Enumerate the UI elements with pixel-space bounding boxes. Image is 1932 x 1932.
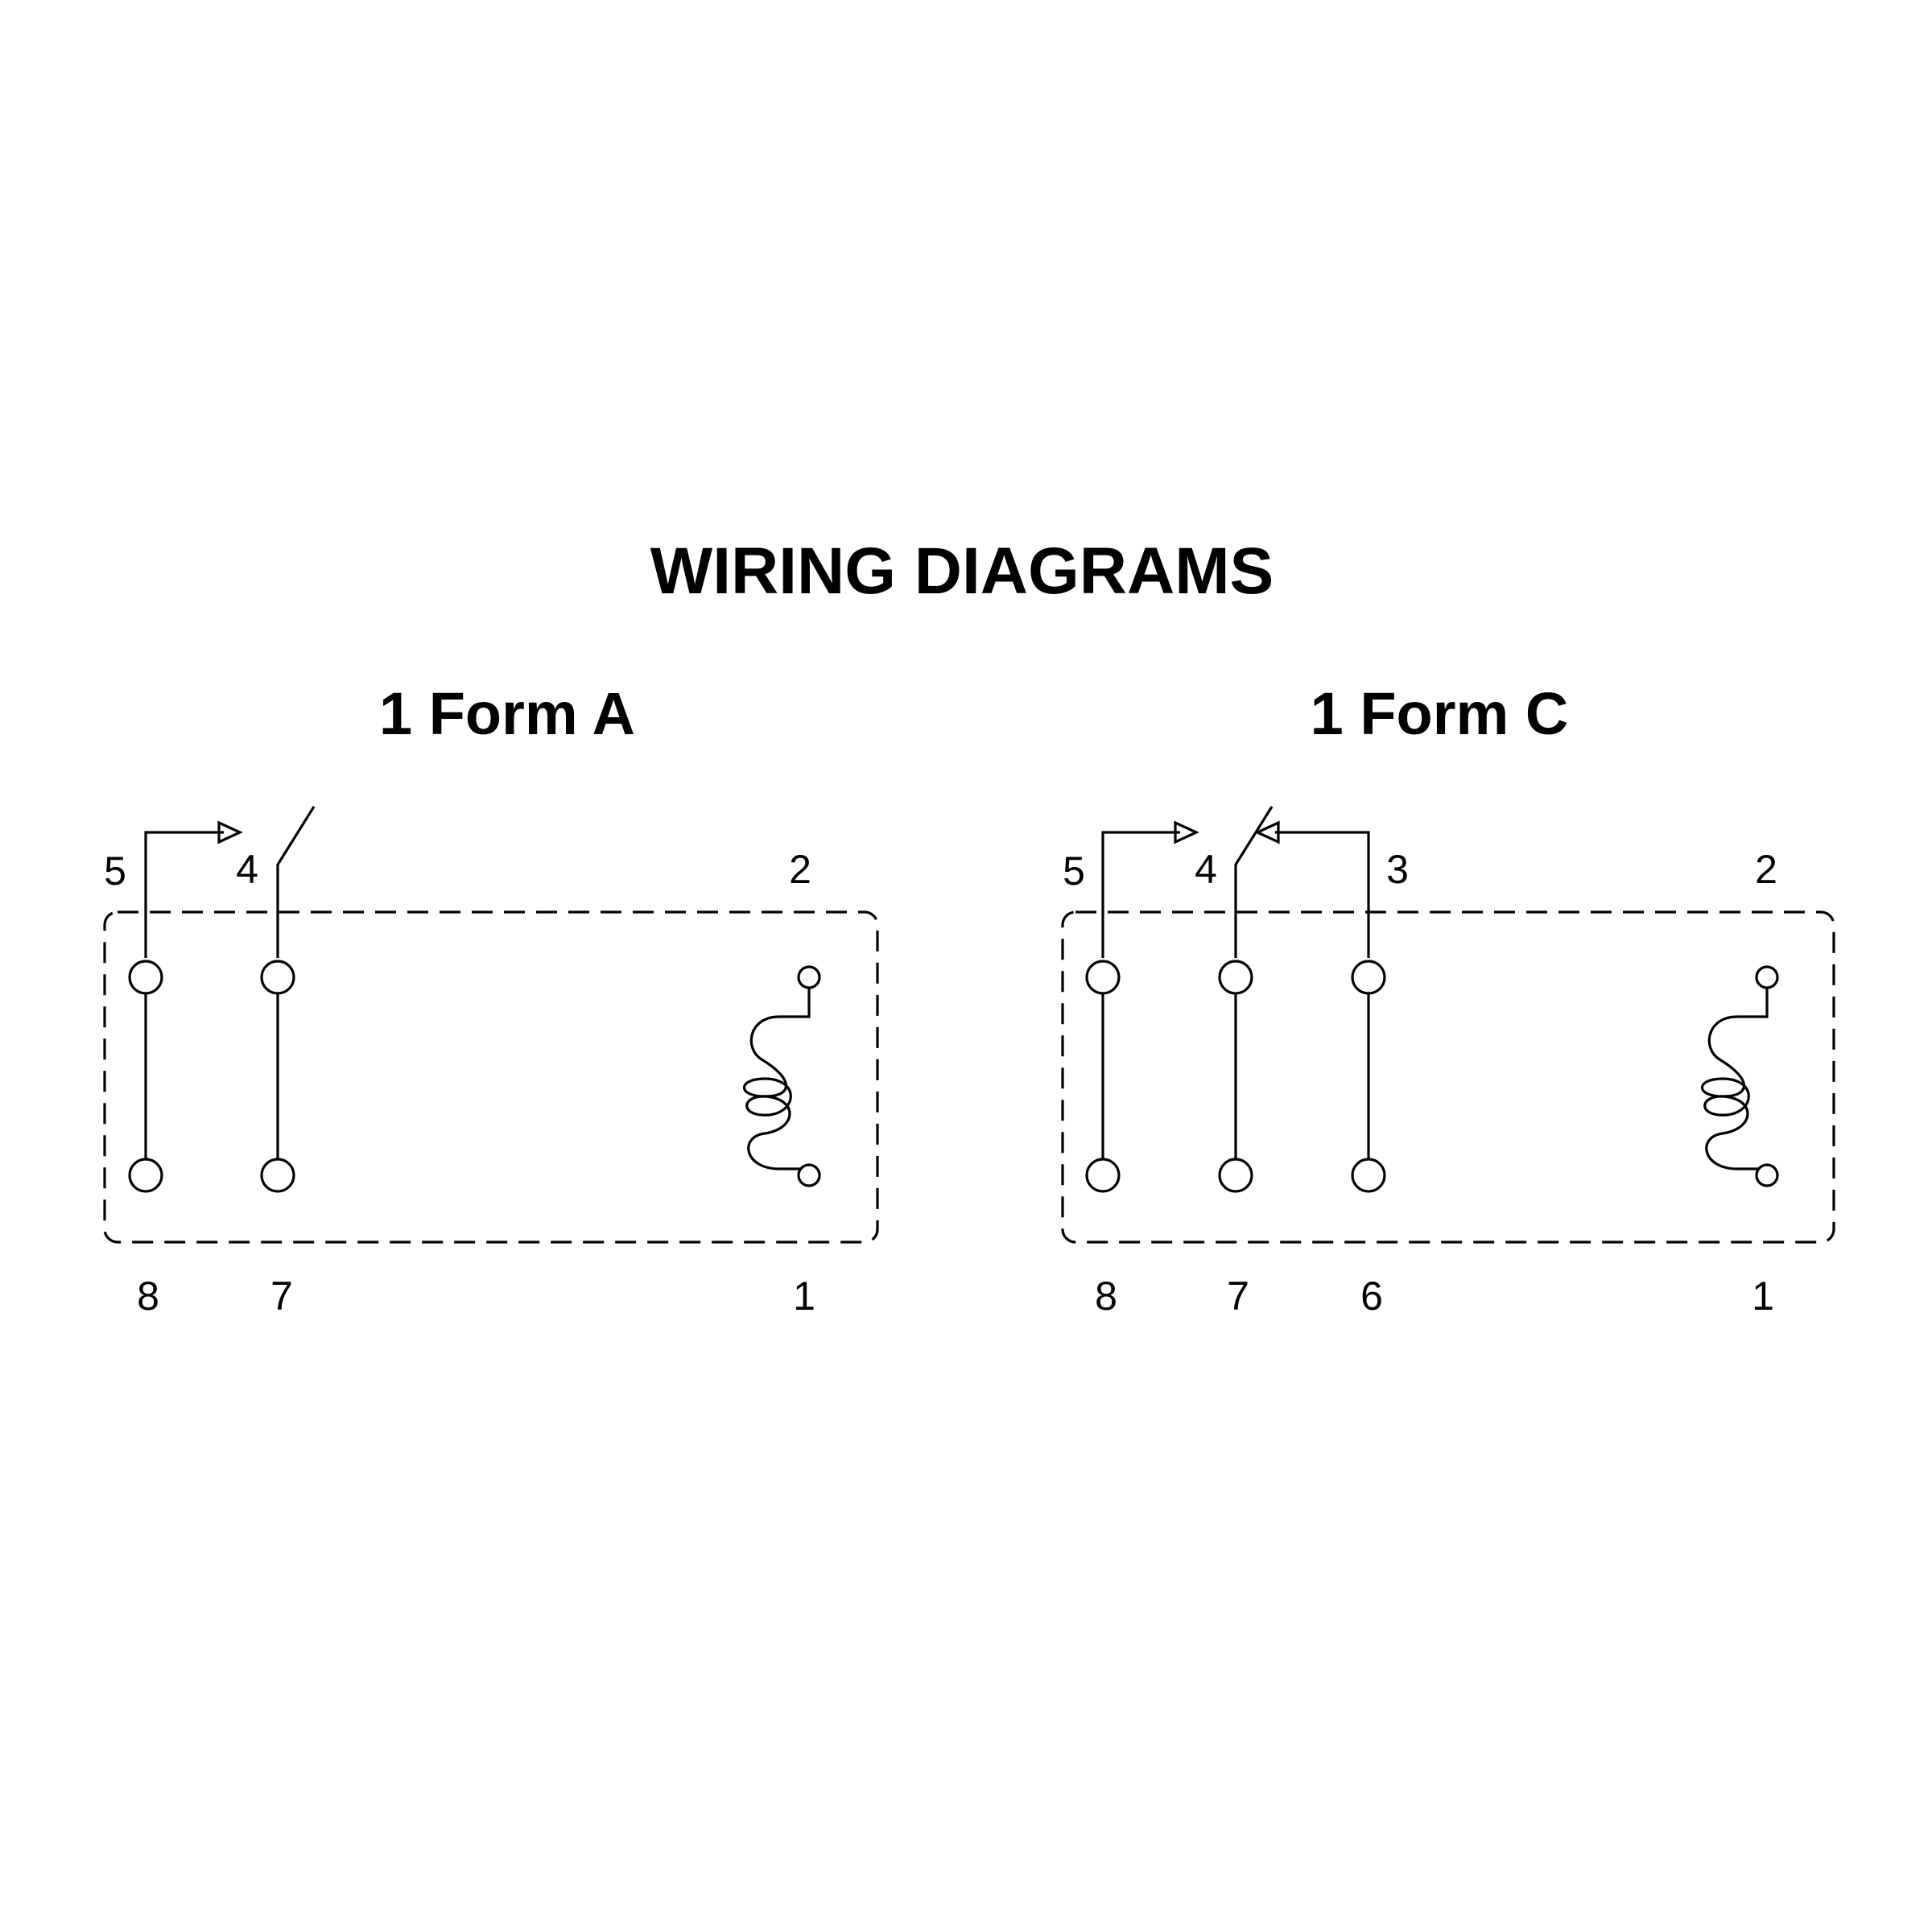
relay-coil-form-a [742, 965, 821, 1187]
coil-winding-icon [1700, 1015, 1750, 1170]
switch-arm [1234, 806, 1274, 958]
terminal-2 [797, 965, 821, 989]
terminal-6 [1351, 1158, 1386, 1193]
coil-winding-icon [742, 1015, 792, 1170]
page-title: WIRING DIAGRAMS [650, 535, 1274, 608]
pin-label-7: 7 [270, 1274, 293, 1319]
switch-arm [276, 806, 316, 958]
terminal-4 [260, 960, 295, 995]
pin-label-1: 1 [1752, 1274, 1774, 1319]
wire-5-lead [1101, 831, 1180, 958]
pin-label-7: 7 [1227, 1274, 1249, 1319]
relay-outline-form-a [103, 910, 879, 1244]
terminal-4 [1218, 960, 1253, 995]
pin-label-6: 6 [1360, 1274, 1383, 1319]
terminal-2 [1755, 965, 1779, 989]
pin-label-2: 2 [1755, 847, 1777, 892]
pin-label-1: 1 [793, 1274, 815, 1319]
contact-5-8 [1085, 820, 1199, 1193]
contact-3-6 [1254, 820, 1386, 1193]
terminal-7 [1218, 1158, 1253, 1193]
arrow-head-icon [217, 820, 243, 844]
terminal-1 [797, 1163, 821, 1187]
contact-5-8 [128, 820, 243, 1193]
relay-outline-form-c [1061, 910, 1835, 1244]
terminal-8 [128, 1158, 163, 1193]
pin-label-3: 3 [1386, 847, 1409, 892]
relay-coil-form-c [1700, 965, 1779, 1187]
wire-5-lead [144, 831, 224, 958]
pin-label-2: 2 [789, 847, 811, 892]
pin-label-5: 5 [1063, 848, 1085, 894]
contact-4-7 [1218, 806, 1274, 1193]
terminal-7 [260, 1158, 295, 1193]
terminal-8 [1085, 1158, 1121, 1193]
diagram-form-a: 1 Form A 5 4 2 8 [103, 680, 879, 1319]
wire-3-lead [1275, 831, 1370, 958]
diagram-form-c: 1 Form C [1061, 680, 1835, 1319]
pin-label-4: 4 [236, 847, 258, 892]
terminal-5 [128, 960, 163, 995]
terminal-5 [1085, 960, 1121, 995]
diagram-title-form-a: 1 Form A [379, 680, 635, 747]
contact-4-7 [260, 806, 316, 1193]
arrow-head-icon [1174, 820, 1199, 844]
diagram-title-form-c: 1 Form C [1311, 680, 1569, 747]
terminal-1 [1755, 1163, 1779, 1187]
coil-lead-top [1737, 988, 1769, 1018]
pin-label-8: 8 [137, 1274, 159, 1319]
pin-label-5: 5 [104, 848, 126, 894]
pin-label-4: 4 [1195, 847, 1217, 892]
coil-lead-top [779, 988, 811, 1018]
pin-label-8: 8 [1095, 1274, 1117, 1319]
terminal-3 [1351, 960, 1386, 995]
arrow-head-icon [1254, 820, 1280, 844]
